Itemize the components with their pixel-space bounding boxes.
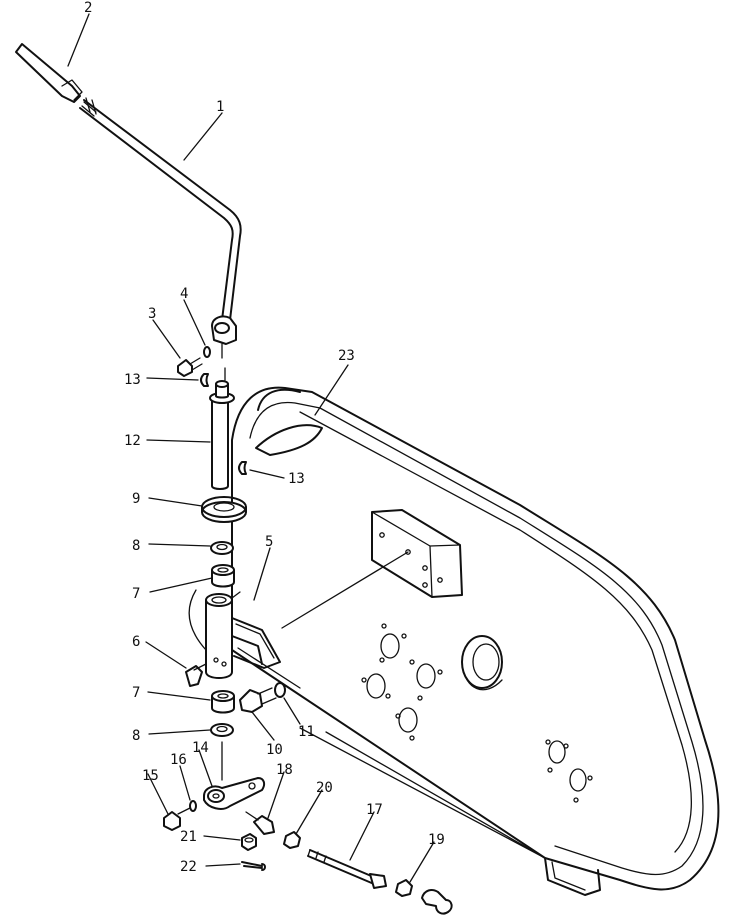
label-part-15: 15 [142,768,159,784]
key-13-upper [200,373,209,387]
bushing-7-lower [211,690,235,714]
shaft-boss [461,635,503,691]
lever-rod [79,97,242,321]
seal-9 [201,496,247,523]
label-part-13-upper: 13 [124,372,141,388]
label-part-3: 3 [148,306,156,322]
label-part-23: 23 [338,348,355,364]
label-part-7-upper: 7 [132,586,140,602]
label-part-12: 12 [124,433,141,449]
label-part-7-lower: 7 [132,685,140,701]
bearing-8-lower [210,723,234,781]
nut-21 [241,833,257,851]
ball-joint [421,889,453,915]
label-part-10: 10 [266,742,283,758]
label-part-22: 22 [180,859,197,875]
label-part-18: 18 [276,762,293,778]
leader-lines [67,13,435,883]
bracket-leader-line [281,551,409,629]
lever-grip [15,43,83,103]
washer-11 [274,682,286,698]
label-part-11: 11 [298,724,315,740]
leader-to-washer [237,647,301,689]
grease-fitting-6 [185,663,207,687]
label-part-14: 14 [192,740,209,756]
label-part-4: 4 [180,286,188,302]
label-part-16: 16 [170,752,187,768]
label-part-19: 19 [428,832,445,848]
housing-bracket [371,509,463,598]
bolt-10 [239,687,277,713]
rod-17 [307,849,387,889]
nut-20 [283,831,301,849]
cotter-pin-22 [241,861,266,871]
assembly-guide-curve [188,589,207,651]
key-13-lower [238,461,247,475]
label-part-20: 20 [316,780,333,796]
housing-case [231,386,720,896]
label-part-5: 5 [265,534,273,550]
label-part-8-upper: 8 [132,538,140,554]
link-line-housing [325,731,546,859]
bolt-15 [163,807,191,831]
label-part-17: 17 [366,802,383,818]
bolt-hole-pattern-right [545,739,593,803]
label-part-9: 9 [132,491,140,507]
pin-18 [245,811,275,835]
bearing-8-upper [210,541,234,555]
washer-16 [189,800,197,812]
label-part-8-lower: 8 [132,728,140,744]
label-part-2: 2 [84,0,92,16]
lever-arm-14 [203,777,266,810]
label-part-1: 1 [216,99,224,115]
shaft-12 [209,380,235,490]
nut-19 [395,879,413,897]
part-number-labels: 2 1 4 3 13 23 12 13 9 8 5 7 6 7 8 10 11 … [84,0,445,875]
bracket-5 [205,591,281,679]
washer-4 [203,346,211,358]
lever-clamp [211,315,237,381]
label-part-13-lower: 13 [288,471,305,487]
label-part-21: 21 [180,829,197,845]
bolt-3 [177,357,203,377]
bushing-7-upper [211,564,235,588]
bolt-hole-pattern-left [361,623,443,741]
label-part-6: 6 [132,634,140,650]
